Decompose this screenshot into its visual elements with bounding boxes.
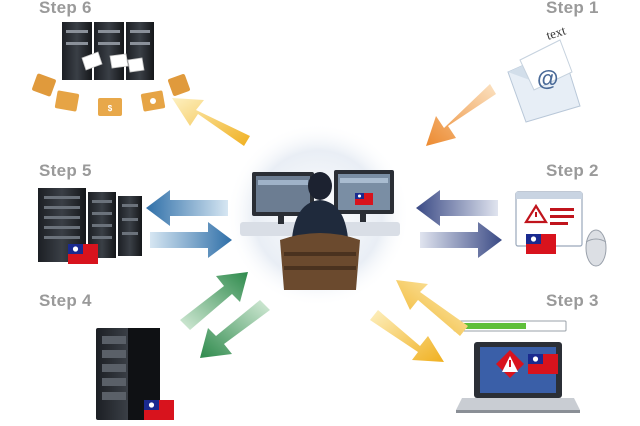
email-text-glyph: text [544, 22, 568, 42]
arrow-center-to-step5 [146, 190, 228, 226]
arrow-step2-to-center [416, 190, 498, 226]
step-3-label: Step 3 [546, 291, 599, 310]
security-alert-window-icon [515, 191, 607, 267]
arrow-center-to-step2 [420, 222, 502, 258]
central-operator-illustration [226, 123, 410, 307]
arrow-step4-to-center [180, 272, 248, 330]
tower-server-icon [96, 328, 174, 420]
at-symbol-glyph: @ [537, 66, 558, 91]
step-2-label: Step 2 [546, 161, 599, 180]
arrow-step3-to-center [396, 280, 468, 336]
arrow-center-to-step6 [172, 98, 250, 146]
arrow-step5-to-center [150, 222, 232, 258]
data-archive-servers-icon: $ [32, 22, 190, 116]
dollar-folder-icon: $ [108, 104, 113, 113]
step-1-label: Step 1 [546, 0, 599, 17]
email-envelope-icon: @ text [507, 22, 581, 123]
alert-laptop-icon [453, 320, 580, 413]
rack-servers-icon [38, 188, 142, 264]
step-6-label: Step 6 [39, 0, 92, 17]
arrow-step1-to-center [426, 84, 496, 146]
arrow-center-to-step3 [370, 310, 444, 362]
step-4-label: Step 4 [39, 291, 92, 310]
arrow-center-to-step4 [200, 300, 270, 358]
step-5-label: Step 5 [39, 161, 92, 180]
